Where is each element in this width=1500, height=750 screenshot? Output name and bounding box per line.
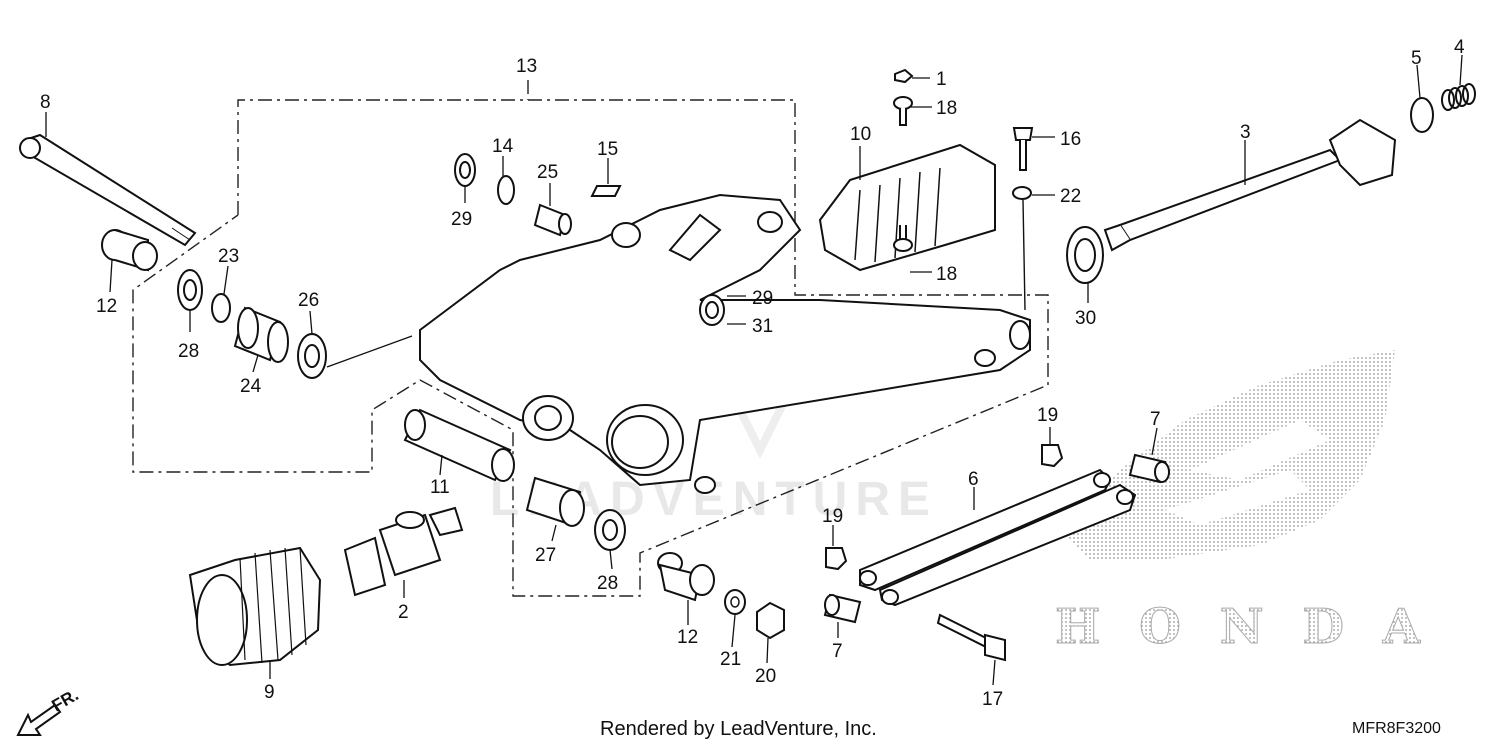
callout-12-left: 12	[96, 296, 117, 317]
callout-29-top: 29	[451, 209, 472, 230]
swingarm	[419, 193, 1031, 494]
plate-15	[590, 185, 622, 197]
callout-4: 4	[1454, 37, 1465, 58]
callout-3: 3	[1240, 122, 1251, 143]
washer-22	[1012, 186, 1032, 200]
callout-5: 5	[1411, 48, 1422, 69]
callout-15: 15	[597, 139, 618, 160]
honda-logo-text: HONDA	[1055, 599, 1421, 655]
callout-19-left: 19	[822, 506, 843, 527]
callout-28-lower: 28	[597, 573, 618, 594]
collar-7-right	[1128, 453, 1170, 484]
callout-28-left: 28	[178, 341, 199, 362]
callout-7-left: 7	[832, 641, 843, 662]
collar-7-left	[823, 593, 862, 624]
callout-27: 27	[535, 545, 556, 566]
nut-19-right	[1041, 444, 1064, 468]
callout-7-right: 7	[1150, 409, 1161, 430]
callout-30: 30	[1075, 308, 1096, 329]
callout-9: 9	[264, 682, 275, 703]
seal-29-31	[699, 294, 725, 326]
universal-joint-2	[343, 506, 464, 597]
callout-23: 23	[218, 246, 239, 267]
driveshaft-3	[1103, 118, 1397, 252]
callout-16: 16	[1060, 129, 1081, 150]
callout-18-top: 18	[936, 98, 957, 119]
spring-4	[1441, 83, 1476, 111]
bushing-25	[533, 203, 572, 237]
leader-16-to-arm	[1022, 199, 1026, 311]
seal-28-left	[177, 269, 203, 311]
guard-10	[818, 143, 996, 272]
rendered-by-text: Rendered by LeadVenture, Inc.	[600, 718, 877, 740]
callout-14: 14	[492, 136, 514, 157]
seal-28-lower	[594, 509, 626, 551]
callout-8: 8	[40, 92, 51, 113]
callout-18-bottom: 18	[936, 264, 957, 285]
circlip-5	[1410, 97, 1434, 133]
bolt-16	[1012, 127, 1034, 171]
nut-20	[756, 601, 785, 640]
needle-bearing-27	[525, 476, 585, 527]
bolt-17	[936, 613, 1006, 662]
callout-13: 13	[516, 56, 537, 77]
collar-12-left	[101, 229, 158, 272]
oil-seal-30	[1066, 226, 1104, 284]
callout-6: 6	[968, 469, 979, 490]
callout-29-right: 29	[752, 288, 773, 309]
circlip-14	[497, 175, 515, 205]
group-bracket-13	[132, 80, 1049, 597]
callout-10: 10	[850, 124, 871, 145]
circlip-23	[211, 293, 231, 323]
callout-31: 31	[752, 316, 773, 337]
callout-12-lower: 12	[677, 627, 698, 648]
callout-22: 22	[1060, 186, 1081, 207]
leader-lines	[45, 54, 1463, 686]
callout-11: 11	[430, 477, 450, 498]
needle-bearing-24	[233, 306, 289, 363]
pivot-bolt	[19, 133, 197, 247]
part-code: MFR8F3200	[1352, 720, 1441, 737]
bolt-18-bottom	[893, 225, 913, 252]
arrow-down-left-icon	[16, 703, 62, 736]
callout-20: 20	[755, 666, 776, 687]
seal-29-top	[454, 153, 476, 187]
callout-1: 1	[936, 69, 947, 90]
front-direction-marker: FR.	[16, 685, 82, 736]
callout-26: 26	[298, 290, 319, 311]
bearing-26	[297, 333, 327, 379]
washer-21	[724, 589, 746, 615]
collar-12-lower	[657, 552, 715, 602]
bolt-18-top	[893, 96, 913, 126]
link-rod-6	[859, 468, 1137, 607]
callout-25: 25	[537, 162, 558, 183]
collar-11	[403, 408, 515, 482]
callout-19-right: 19	[1037, 405, 1058, 426]
boot-9	[188, 546, 322, 667]
callout-17: 17	[982, 689, 1003, 710]
callout-24: 24	[240, 376, 262, 397]
callout-2: 2	[398, 602, 409, 623]
nut-1	[894, 68, 914, 84]
callout-labels: 1 2 3 4 5 6 7 7 8 9 10 11 12 12 13 14 15…	[40, 37, 1465, 710]
nut-19-left	[825, 547, 848, 571]
callout-21: 21	[720, 649, 741, 670]
